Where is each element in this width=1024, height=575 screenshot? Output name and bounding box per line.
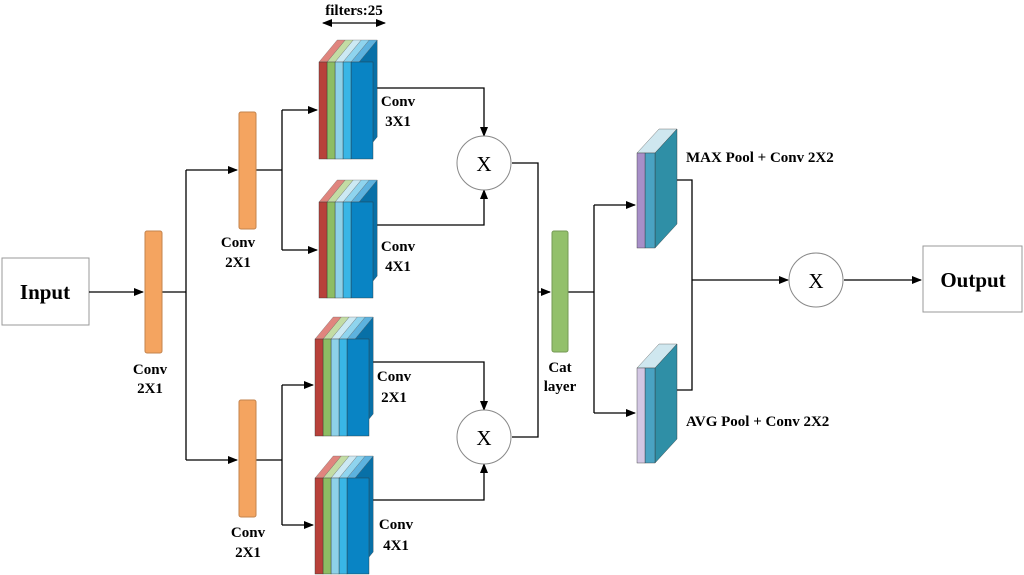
output-label: Output — [940, 268, 1005, 292]
filter-layer — [322, 477, 332, 575]
filter-layer — [318, 61, 328, 160]
conv-2x1-bottom-label-1: Conv — [377, 369, 412, 385]
wire-max-out — [676, 179, 693, 280]
max-pool-label: MAX Pool + Conv 2X2 — [686, 150, 834, 166]
multiply-node-bottom: X — [456, 409, 512, 465]
filter-layer — [314, 477, 324, 575]
filter-layer — [314, 338, 324, 437]
conv-first-label-2: 2X1 — [137, 381, 163, 397]
filter-layer — [342, 201, 352, 299]
multiply-node-top: X — [456, 135, 512, 191]
avg-pool-block — [636, 343, 678, 464]
filter-layer — [330, 477, 340, 575]
conv-upper-label-1: Conv — [221, 235, 256, 251]
conv-4x1-label-2: 4X1 — [385, 259, 411, 275]
conv-lower-bar — [238, 399, 257, 518]
cat-layer-bar — [551, 230, 569, 353]
multiply-symbol: X — [476, 426, 491, 450]
filter-layer — [326, 61, 336, 160]
filter-layer — [334, 61, 344, 160]
cat-layer-label-2: layer — [544, 379, 577, 395]
filter-layer — [342, 61, 352, 160]
conv-first-label-1: Conv — [133, 362, 168, 378]
filter-layer — [346, 338, 370, 437]
multiply-symbol: X — [808, 269, 823, 293]
filter-layer — [338, 338, 348, 437]
conv-4x1-bottom-stack — [314, 455, 374, 575]
filters-label: filters:25 — [325, 3, 382, 19]
conv-lower-label-2: 2X1 — [235, 545, 261, 561]
wire-avg-out — [676, 280, 693, 391]
multiply-symbol: X — [476, 152, 491, 176]
conv-3x1-label-1: Conv — [381, 94, 416, 110]
filter-layer — [334, 201, 344, 299]
pool-mid-layer — [644, 152, 656, 249]
input-label: Input — [20, 280, 70, 304]
conv-2x1-bottom-label-2: 2X1 — [381, 390, 407, 406]
avg-pool-label: AVG Pool + Conv 2X2 — [686, 414, 829, 430]
conv-4x1-bottom-label-2: 4X1 — [383, 538, 409, 554]
conv-3x1-top-stack — [318, 39, 378, 160]
conv-upper-label-2: 2X1 — [225, 255, 251, 271]
conv-4x1-label-1: Conv — [381, 239, 416, 255]
filter-layer — [322, 338, 332, 437]
multiply-node-final: X — [788, 252, 844, 308]
filter-layer — [318, 201, 328, 299]
output-node: Output — [922, 245, 1023, 313]
pool-front-layer — [636, 152, 646, 249]
max-pool-block — [636, 128, 678, 249]
input-node: Input — [1, 257, 90, 326]
filter-layer — [330, 338, 340, 437]
conv-3x1-label-2: 3X1 — [385, 114, 411, 130]
arrow-4x1-lower-to-mult — [370, 463, 488, 501]
pool-front-layer — [636, 367, 646, 464]
conv-lower-label-1: Conv — [231, 525, 266, 541]
wire-mult-bottom-to-cat — [512, 292, 539, 438]
conv-first-bar — [144, 230, 163, 354]
arrow-4x1-to-mult — [373, 189, 488, 226]
wire-mult-top-to-cat — [512, 162, 539, 292]
connectors — [89, 19, 922, 529]
filter-layer — [350, 201, 374, 299]
filter-layer — [350, 61, 374, 160]
arrow-2x1-to-mult — [370, 361, 488, 411]
arrow-3x1-to-mult — [373, 87, 488, 137]
conv-4x1-top-stack — [318, 179, 378, 299]
filter-layer — [338, 477, 348, 575]
cat-layer-label-1: Cat — [548, 360, 571, 376]
conv-4x1-bottom-label-1: Conv — [379, 517, 414, 533]
conv-upper-bar — [238, 111, 257, 230]
pool-mid-layer — [644, 367, 656, 464]
conv-2x1-bottom-stack — [314, 316, 374, 437]
filter-layer — [326, 201, 336, 299]
filter-layer — [346, 477, 370, 575]
